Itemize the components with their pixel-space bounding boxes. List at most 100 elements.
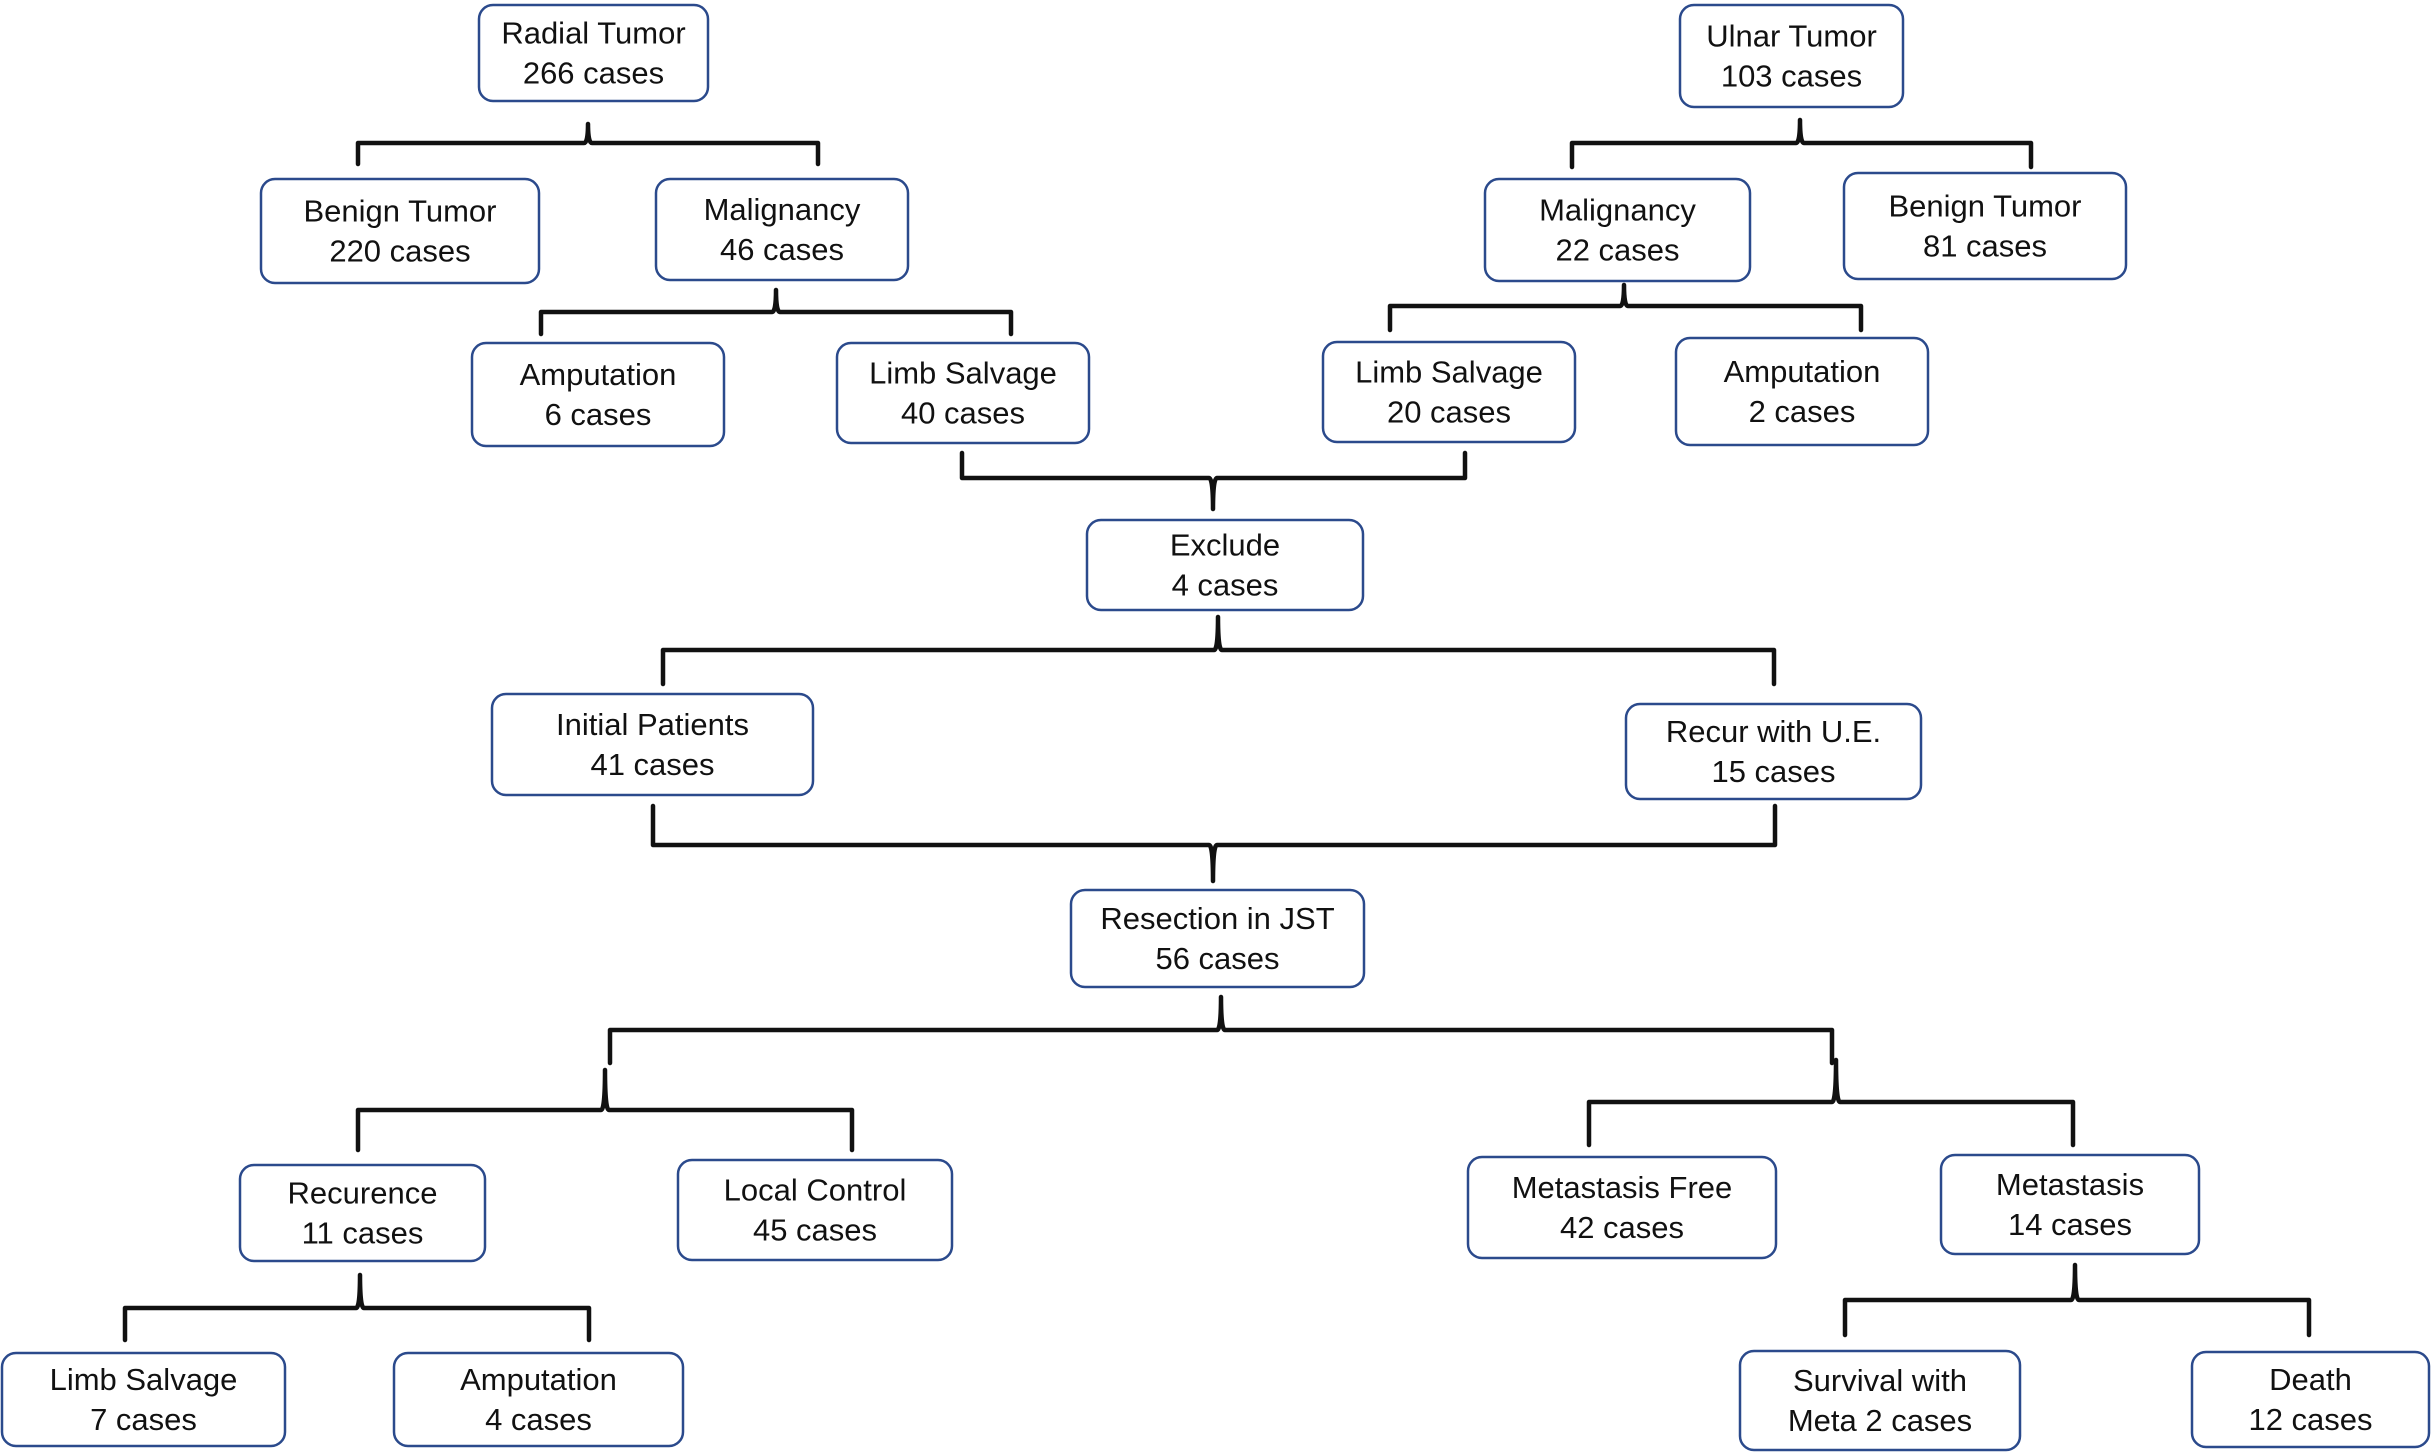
node-box <box>1321 340 1577 444</box>
bracket-metastasis-split <box>1586 1057 2076 1148</box>
node-label: Malignancy <box>704 192 861 227</box>
node-label: Radial Tumor <box>501 16 685 51</box>
connector-brackets <box>122 117 2312 1343</box>
bracket-metastasis <box>1842 1262 2312 1338</box>
node-label: Amputation <box>520 357 677 392</box>
node-radial-benign: Benign Tumor 220 cases <box>259 177 541 285</box>
node-box <box>1085 518 1365 612</box>
node-label: Metastasis Free <box>1512 1170 1733 1205</box>
node-box <box>1842 171 2128 281</box>
node-box <box>0 1351 287 1448</box>
node-recurence: Recurence 11 cases <box>238 1163 487 1263</box>
node-count: 266 cases <box>523 56 664 91</box>
node-count: Meta 2 cases <box>1788 1403 1972 1438</box>
node-label: Amputation <box>1724 354 1881 389</box>
node-count: 45 cases <box>753 1213 877 1248</box>
bracket-radial-tumor <box>355 121 821 167</box>
node-box <box>1738 1349 2022 1452</box>
node-label: Resection in JST <box>1100 901 1334 936</box>
node-count: 6 cases <box>545 397 652 432</box>
node-count: 12 cases <box>2248 1402 2372 1437</box>
node-label: Amputation <box>460 1362 617 1397</box>
node-radial-limb-salvage: Limb Salvage 40 cases <box>835 341 1091 445</box>
node-count: 22 cases <box>1555 233 1679 268</box>
node-box <box>238 1163 487 1263</box>
node-box <box>470 341 726 448</box>
node-box <box>1466 1155 1778 1260</box>
node-count: 42 cases <box>1560 1210 1684 1245</box>
node-label: Death <box>2269 1362 2352 1397</box>
node-box <box>1674 336 1930 447</box>
node-radial-amputation: Amputation 6 cases <box>470 341 726 448</box>
bracket-recurence <box>122 1272 592 1343</box>
node-box <box>1069 888 1366 989</box>
node-radial-tumor: Radial Tumor 266 cases <box>477 3 710 103</box>
node-label: Benign Tumor <box>304 194 497 229</box>
node-count: 7 cases <box>90 1402 197 1437</box>
node-count: 40 cases <box>901 396 1025 431</box>
node-label: Limb Salvage <box>50 1362 238 1397</box>
node-label: Metastasis <box>1996 1167 2144 1202</box>
bracket-to-resection <box>650 803 1778 884</box>
node-count: 220 cases <box>329 234 470 269</box>
bracket-ulnar-malignancy <box>1387 282 1864 333</box>
node-metastasis: Metastasis 14 cases <box>1939 1153 2201 1256</box>
node-box <box>2190 1350 2431 1449</box>
node-label: Ulnar Tumor <box>1706 19 1877 54</box>
node-count: 15 cases <box>1711 754 1835 789</box>
node-count: 14 cases <box>2008 1207 2132 1242</box>
node-label: Limb Salvage <box>869 356 1057 391</box>
node-box <box>835 341 1091 445</box>
node-count: 81 cases <box>1923 229 2047 264</box>
node-box <box>490 692 815 797</box>
node-box <box>259 177 541 285</box>
node-box <box>392 1351 685 1448</box>
node-local-control: Local Control 45 cases <box>676 1158 954 1262</box>
node-metastasis-free: Metastasis Free 42 cases <box>1466 1155 1778 1260</box>
node-count: 46 cases <box>720 232 844 267</box>
node-ulnar-benign: Benign Tumor 81 cases <box>1842 171 2128 281</box>
node-label: Local Control <box>724 1173 907 1208</box>
bracket-to-exclude <box>959 450 1468 512</box>
bracket-local-split <box>355 1067 855 1153</box>
node-ulnar-limb-salvage: Limb Salvage 20 cases <box>1321 340 1577 444</box>
node-label: Initial Patients <box>556 707 749 742</box>
node-rec-limb-salvage: Limb Salvage 7 cases <box>0 1351 287 1448</box>
node-count: 11 cases <box>302 1216 424 1251</box>
node-recur-ue: Recur with U.E. 15 cases <box>1624 702 1923 801</box>
node-rec-amputation: Amputation 4 cases <box>392 1351 685 1448</box>
node-ulnar-amputation: Amputation 2 cases <box>1674 336 1930 447</box>
node-count: 4 cases <box>1172 568 1279 603</box>
node-box <box>654 177 910 282</box>
node-count: 20 cases <box>1387 395 1511 430</box>
node-exclude: Exclude 4 cases <box>1085 518 1365 612</box>
node-count: 56 cases <box>1155 941 1279 976</box>
bracket-resection-split <box>607 994 1835 1066</box>
node-resection-jst: Resection in JST 56 cases <box>1069 888 1366 989</box>
node-label: Survival with <box>1793 1363 1967 1398</box>
node-count: 4 cases <box>485 1402 592 1437</box>
node-radial-malignancy: Malignancy 46 cases <box>654 177 910 282</box>
node-label: Limb Salvage <box>1355 355 1543 390</box>
node-initial-patients: Initial Patients 41 cases <box>490 692 815 797</box>
node-count: 2 cases <box>1749 394 1856 429</box>
bracket-radial-malignancy <box>538 287 1014 337</box>
node-box <box>1678 3 1905 109</box>
node-label: Recur with U.E. <box>1666 714 1881 749</box>
node-box <box>676 1158 954 1262</box>
node-count: 41 cases <box>590 747 714 782</box>
bracket-ulnar-tumor <box>1569 117 2034 170</box>
node-label: Recurence <box>288 1176 438 1211</box>
node-box <box>477 3 710 103</box>
node-box <box>1483 177 1752 283</box>
bracket-exclude-split <box>660 614 1777 687</box>
node-box <box>1939 1153 2201 1256</box>
node-label: Benign Tumor <box>1889 189 2082 224</box>
node-box <box>1624 702 1923 801</box>
node-label: Exclude <box>1170 528 1280 563</box>
